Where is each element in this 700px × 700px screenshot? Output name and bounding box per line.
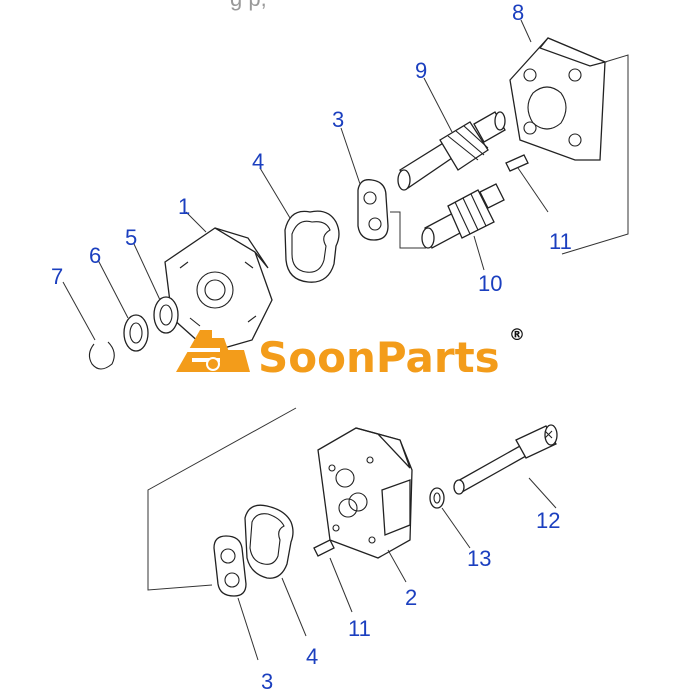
callout-10: 10 <box>478 271 502 296</box>
part-9-drive-shaft-gear <box>397 111 506 191</box>
part-8-rear-cover <box>509 37 608 161</box>
callout-13: 13 <box>467 546 491 571</box>
callout-1: 1 <box>178 194 190 219</box>
callout-3-top: 3 <box>332 107 344 132</box>
part-2-gear-housing <box>317 427 413 559</box>
callout-7: 7 <box>51 264 63 289</box>
soonparts-logo-icon <box>176 330 250 372</box>
part-11-dowel-pin-top <box>505 154 529 172</box>
callout-12: 12 <box>536 508 560 533</box>
part-7-snap-ring <box>88 341 115 370</box>
part-12-bolt <box>453 424 558 495</box>
part-4-gasket-top <box>284 210 340 283</box>
part-13-washer <box>429 487 445 509</box>
callout-9: 9 <box>415 58 427 83</box>
header-fragment: g p, <box>230 0 267 11</box>
callout-11-top: 11 <box>549 229 572 254</box>
callout-4-top: 4 <box>252 149 264 174</box>
soonparts-watermark: SoonParts ® <box>176 325 525 382</box>
part-10-driven-gear <box>421 183 505 249</box>
callout-3-bottom: 3 <box>261 669 273 694</box>
part-3-seal-plate-top <box>357 179 389 241</box>
callout-6: 6 <box>89 243 101 268</box>
part-3-seal-plate-bottom <box>213 535 247 597</box>
part-4-gasket-bottom <box>244 504 294 579</box>
callout-11-bottom: 11 <box>348 616 371 641</box>
watermark-text: SoonParts <box>258 333 500 382</box>
part-5-washer <box>153 296 179 334</box>
callout-5: 5 <box>125 225 137 250</box>
part-6-oil-seal <box>123 314 149 352</box>
callout-8: 8 <box>512 0 524 25</box>
registered-mark: ® <box>509 325 525 344</box>
part-11-dowel-pin-bottom <box>313 539 335 557</box>
callout-2: 2 <box>405 585 417 610</box>
callout-4-bottom: 4 <box>306 644 318 669</box>
part-1-front-body <box>164 227 273 353</box>
